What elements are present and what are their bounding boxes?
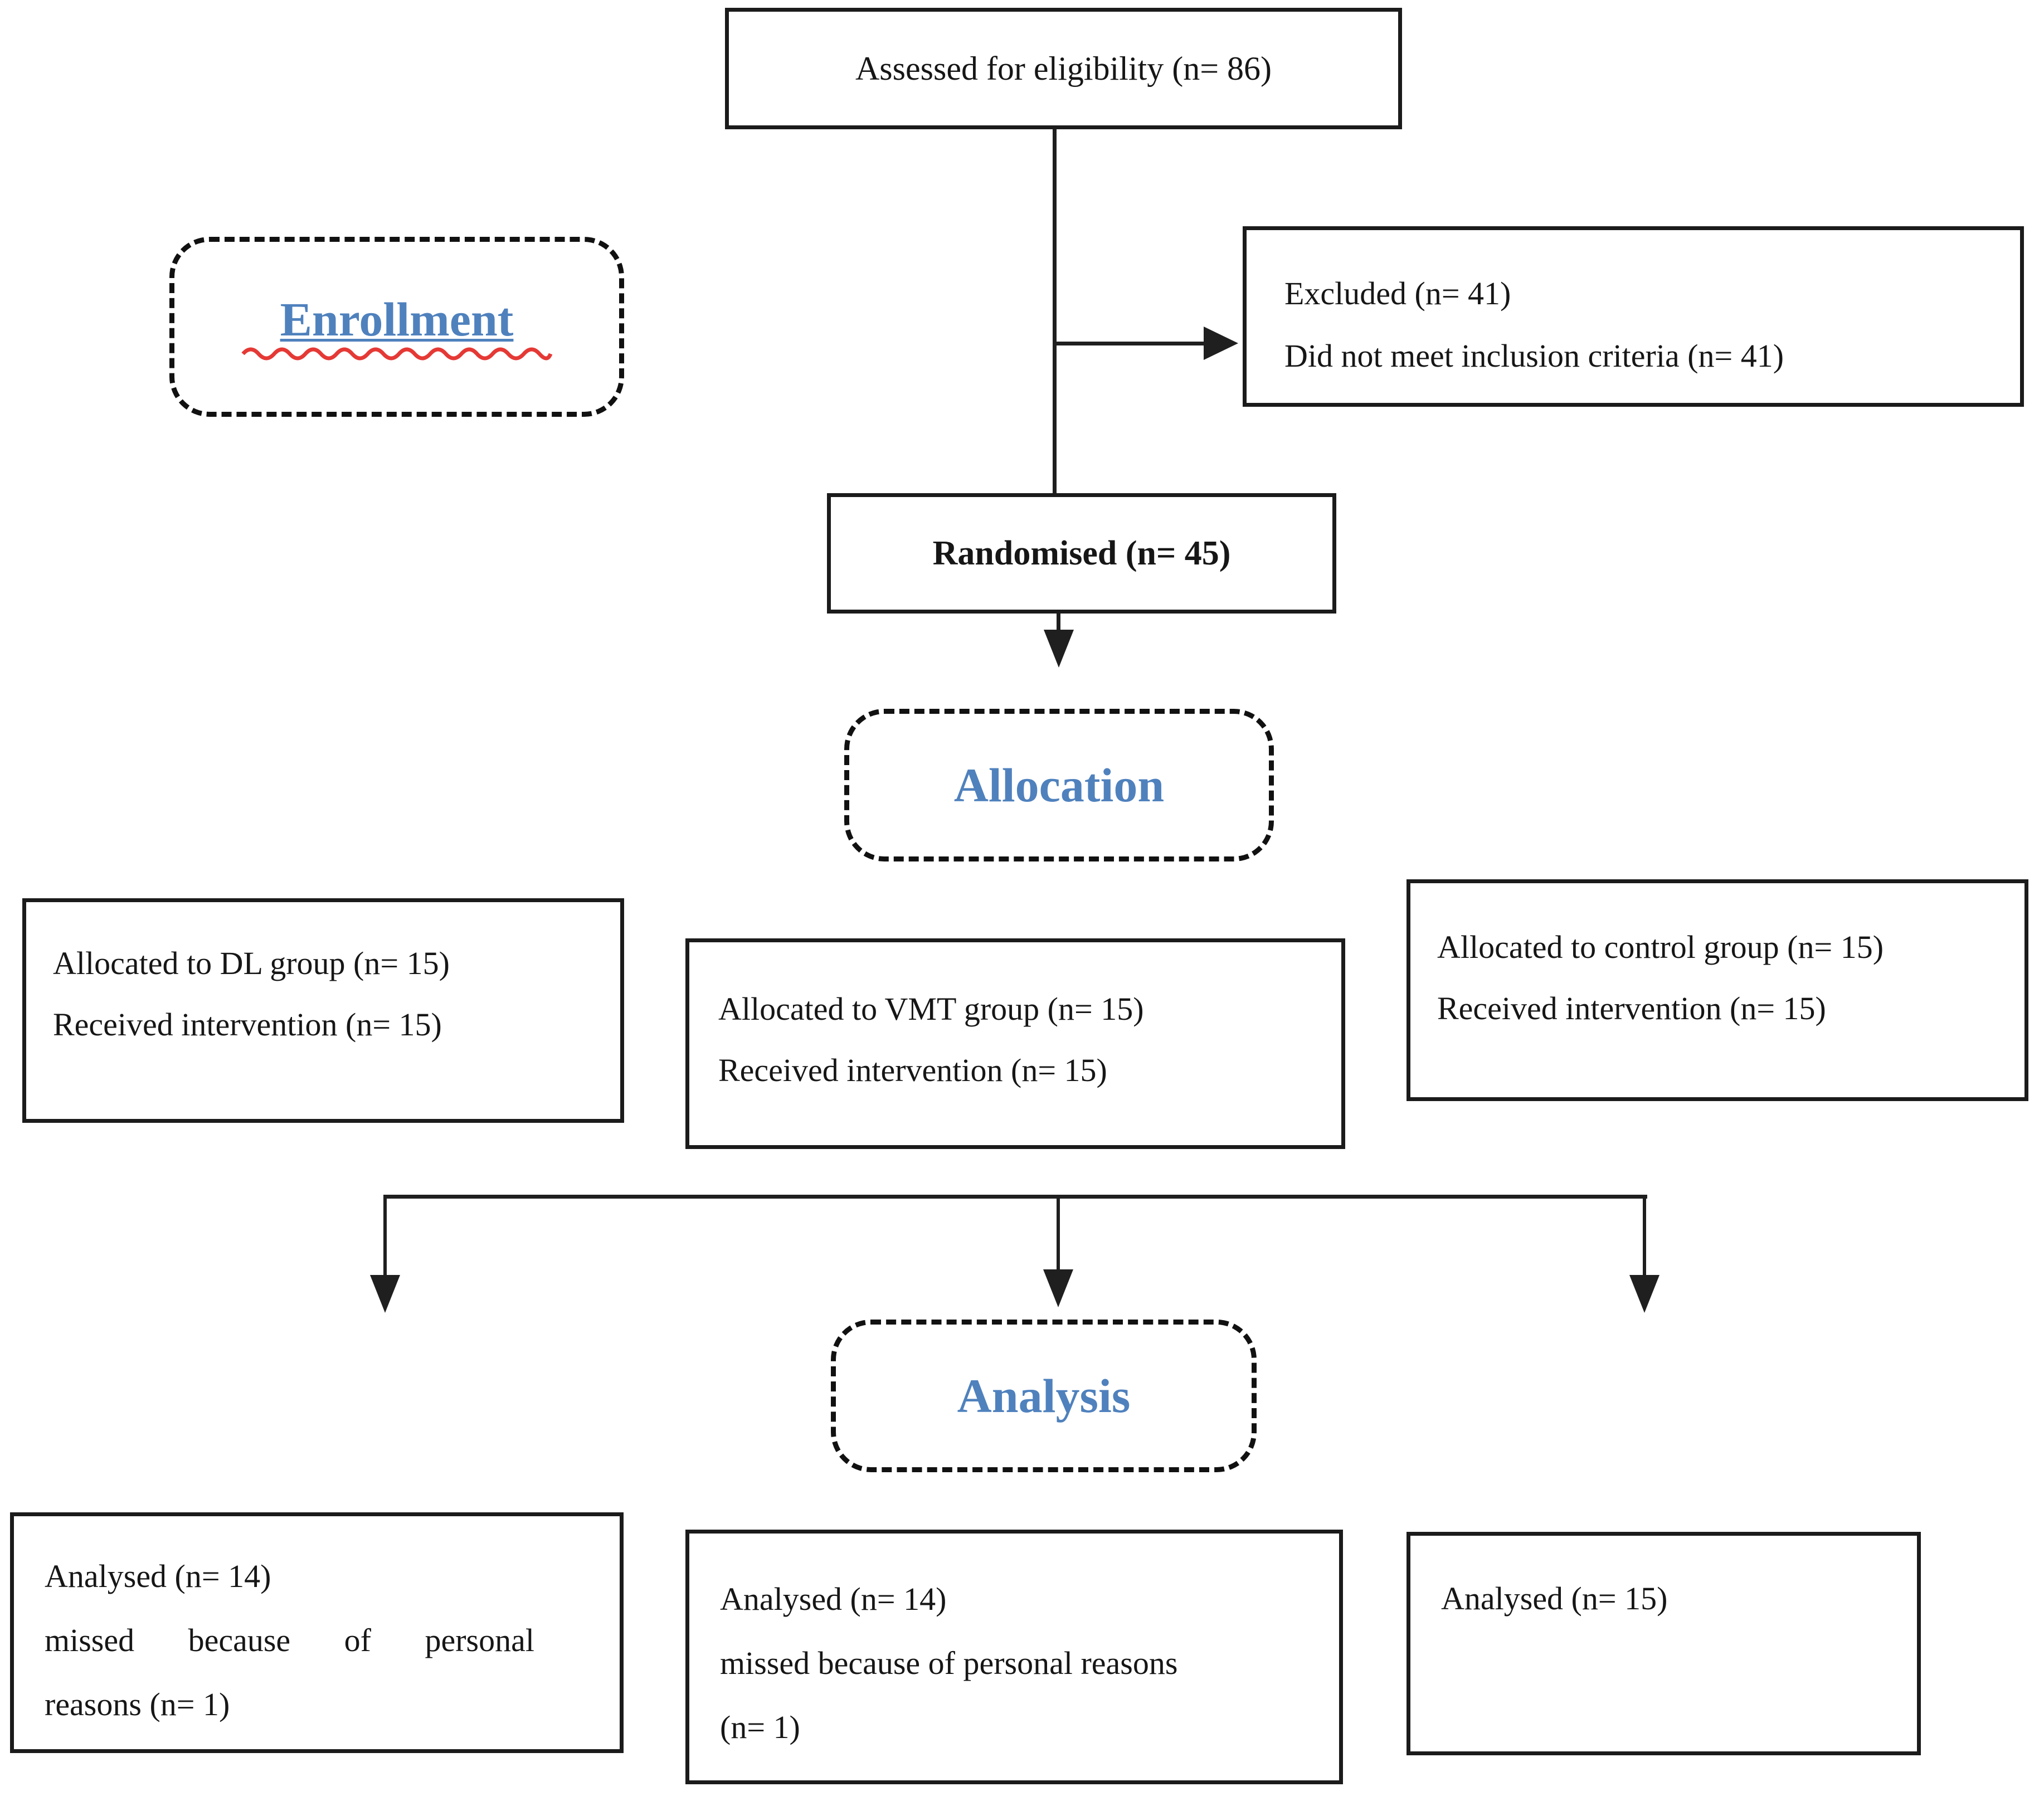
allocated-control-line1: Allocated to control group (n= 15)	[1437, 929, 1884, 965]
analysed-dl-box: Analysed (n= 14) missed because of perso…	[10, 1512, 624, 1753]
allocated-control-box: Allocated to control group (n= 15) Recei…	[1407, 879, 2028, 1101]
allocated-dl-box: Allocated to DL group (n= 15) Received i…	[22, 898, 624, 1123]
analysed-dl-line3: reasons (n= 1)	[45, 1686, 230, 1722]
allocated-control-line2: Received intervention (n= 15)	[1437, 990, 1826, 1026]
allocated-dl-line1: Allocated to DL group (n= 15)	[53, 945, 450, 981]
branch-right-line	[1643, 1195, 1646, 1277]
branch-left-line	[383, 1195, 387, 1277]
branch-middle-line	[1057, 1195, 1060, 1272]
red-squiggle-underline-icon	[241, 347, 553, 361]
allocated-vmt-box: Allocated to VMT group (n= 15) Received …	[685, 938, 1345, 1149]
randomised-down-line	[1057, 614, 1060, 631]
randomised-box: Randomised (n= 45)	[827, 493, 1336, 614]
analysis-stage-box: Analysis	[831, 1320, 1257, 1472]
allocated-dl-line2: Received intervention (n= 15)	[53, 1006, 442, 1043]
analysed-vmt-line1: Analysed (n= 14)	[720, 1581, 947, 1617]
analysed-vmt-box: Analysed (n= 14) missed because of perso…	[685, 1530, 1343, 1784]
enrollment-stage-box: Enrollment	[169, 237, 624, 417]
down-arrowhead-icon	[1044, 630, 1074, 668]
branch-horizontal-line	[383, 1195, 1647, 1199]
right-arrowhead-icon	[1204, 327, 1238, 360]
analysed-dl-line1: Analysed (n= 14)	[45, 1558, 271, 1594]
assessed-eligibility-text: Assessed for eligibility (n= 86)	[855, 50, 1272, 87]
allocated-vmt-line1: Allocated to VMT group (n= 15)	[718, 991, 1144, 1027]
down-arrowhead-icon	[370, 1275, 400, 1313]
excluded-line1: Excluded (n= 41)	[1284, 275, 1511, 311]
down-arrowhead-icon	[1043, 1269, 1073, 1307]
analysed-control-box: Analysed (n= 15)	[1407, 1532, 1921, 1755]
analysed-vmt-line3: (n= 1)	[720, 1709, 800, 1745]
analysed-dl-line2: missed because of personal	[45, 1622, 534, 1658]
allocated-vmt-line2: Received intervention (n= 15)	[718, 1052, 1107, 1088]
excluded-box: Excluded (n= 41) Did not meet inclusion …	[1243, 226, 2024, 407]
analysed-control-line1: Analysed (n= 15)	[1441, 1580, 1668, 1617]
enrollment-label: Enrollment	[280, 293, 514, 347]
vertical-connector-line	[1053, 129, 1057, 494]
randomised-text: Randomised (n= 45)	[932, 534, 1231, 572]
enrollment-label-wrap: Enrollment	[241, 293, 553, 361]
allocation-label: Allocation	[953, 758, 1165, 812]
analysed-vmt-line2: missed because of personal reasons	[720, 1645, 1178, 1681]
excluded-line2: Did not meet inclusion criteria (n= 41)	[1284, 338, 1784, 374]
down-arrowhead-icon	[1629, 1275, 1659, 1313]
assessed-eligibility-box: Assessed for eligibility (n= 86)	[725, 8, 1402, 129]
analysis-label: Analysis	[957, 1369, 1131, 1423]
allocation-stage-box: Allocation	[844, 709, 1274, 861]
excluded-connector-line	[1054, 342, 1206, 345]
